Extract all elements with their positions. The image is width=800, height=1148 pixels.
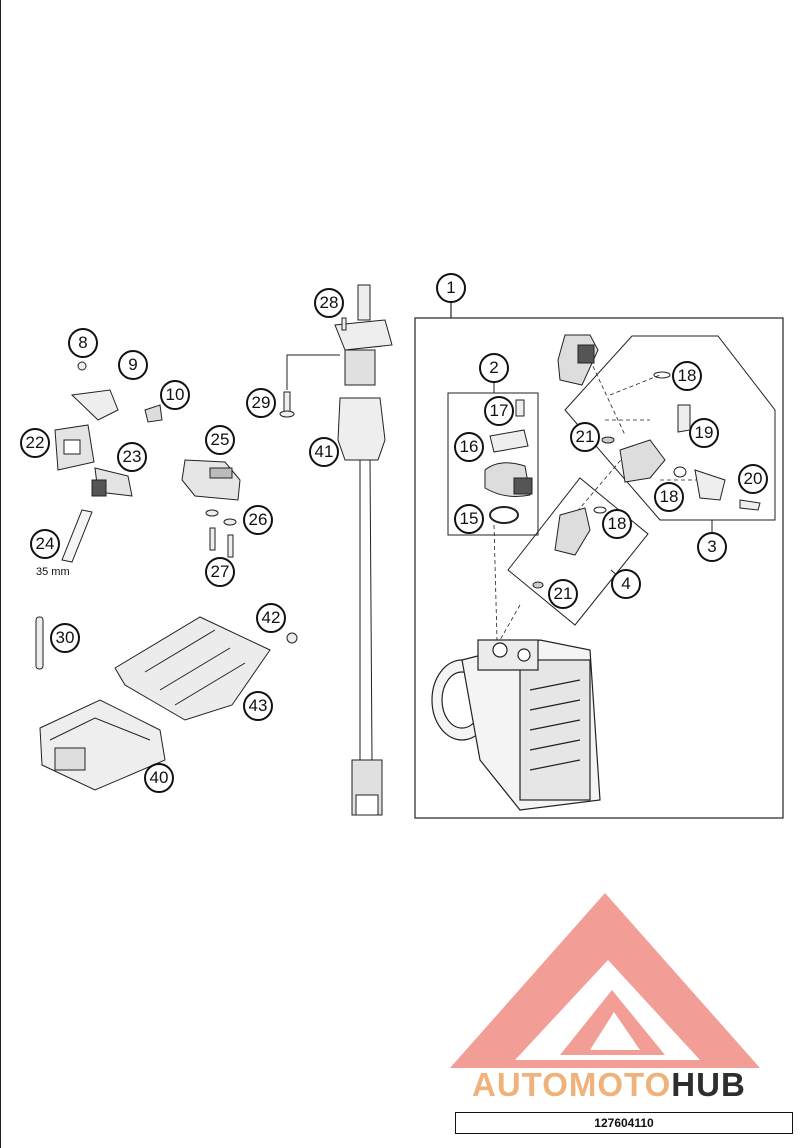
sensor-group-4: [532, 506, 607, 589]
callout-27: 27: [205, 557, 235, 587]
callout-21b: 21: [548, 579, 578, 609]
ecu-holder-43: [114, 616, 298, 721]
callout-18b: 18: [654, 482, 684, 512]
watermark-logo-text: AUTOMOTOHUB: [472, 1066, 746, 1104]
bracket-9: [70, 361, 163, 423]
callout-29: 29: [246, 388, 276, 418]
callout-23: 23: [117, 442, 147, 472]
bolt-29: [279, 354, 340, 418]
callout-15: 15: [454, 504, 484, 534]
callout-21a: 21: [570, 422, 600, 452]
callout-3: 3: [697, 532, 727, 562]
ecu-40: [39, 699, 166, 791]
throttle-body: [431, 639, 601, 811]
callout-10: 10: [160, 380, 190, 410]
sensor-22: [54, 424, 95, 471]
sensor-28: [334, 284, 393, 386]
callout-18c: 18: [602, 509, 632, 539]
harness-41: [337, 397, 386, 816]
callout-42: 42: [256, 603, 286, 633]
relay-25: [181, 459, 241, 501]
watermark-text-part1: AUTOMOTO: [472, 1066, 672, 1103]
assembly-frame-1: [414, 303, 784, 819]
callout-19: 19: [689, 418, 719, 448]
callout-25: 25: [205, 425, 235, 455]
assembly-frame-3: [564, 335, 776, 521]
callout-41: 41: [309, 437, 339, 467]
callout-22: 22: [20, 428, 50, 458]
callout-16: 16: [454, 432, 484, 462]
strap-30: [35, 616, 44, 670]
sensor-group-2: [484, 399, 533, 524]
callout-43: 43: [243, 691, 273, 721]
callout-18a: 18: [672, 361, 702, 391]
callout-2: 2: [479, 353, 509, 383]
watermark-text-part2: HUB: [671, 1066, 746, 1103]
callout-30: 30: [50, 623, 80, 653]
page-border: [0, 0, 1, 1148]
assembly-frame-2: [447, 381, 539, 536]
callout-1: 1: [436, 273, 466, 303]
callout-17: 17: [484, 396, 514, 426]
part-number-box: 127604110: [455, 1112, 793, 1134]
callout-26: 26: [243, 505, 273, 535]
callout-9: 9: [118, 350, 148, 380]
hose-24: [61, 509, 93, 563]
callout-4: 4: [611, 569, 641, 599]
watermark-logo-triangle: [450, 893, 760, 1068]
hose-length-label: 35 mm: [36, 566, 70, 578]
callout-24: 24: [30, 529, 60, 559]
assembly-frame-4: [507, 477, 649, 626]
callout-40: 40: [144, 763, 174, 793]
screws-26-27: [205, 509, 237, 558]
callout-28: 28: [314, 288, 344, 318]
callout-20: 20: [738, 464, 768, 494]
sensor-group-3: [557, 334, 761, 511]
sensor-23: [91, 467, 133, 497]
callout-8: 8: [68, 328, 98, 358]
